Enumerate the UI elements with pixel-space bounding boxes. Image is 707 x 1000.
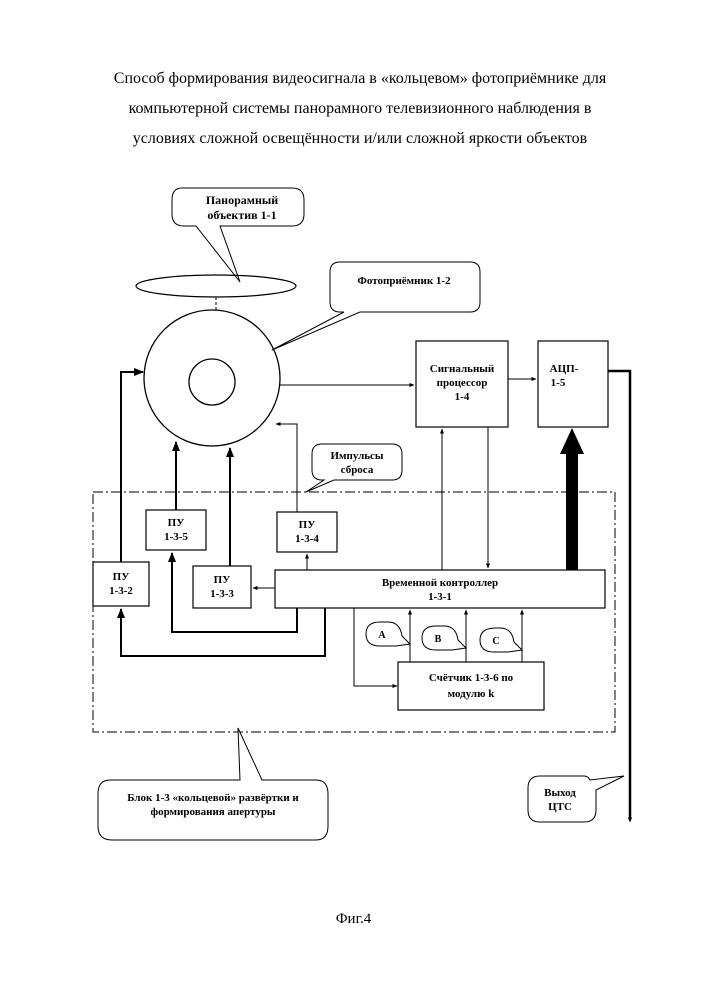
callout-c: C [480, 628, 522, 652]
callout-lens-line2: объектив 1-1 [207, 208, 276, 222]
block-1-3-line2: формирования апертуры [150, 806, 275, 818]
figure-label: Фиг.4 [0, 911, 707, 928]
pu-1-3-4-line1: ПУ [299, 519, 316, 531]
timing-controller-line2: 1-3-1 [428, 591, 452, 603]
reset-pulses-line1: Импульсы [330, 450, 383, 462]
line-pu134-to-ring [282, 424, 297, 512]
callout-photodetector-text: Фотоприёмник 1-2 [357, 275, 451, 287]
callout-c-text: C [492, 636, 499, 647]
adc-output-line [608, 371, 630, 820]
callout-a: A [366, 622, 410, 646]
pu-1-3-5-line1: ПУ [168, 517, 185, 529]
pu-1-3-2-line2: 1-3-2 [109, 585, 133, 597]
pu-1-3-4-line2: 1-3-4 [295, 533, 319, 545]
signal-processor-line1: Сигнальный [430, 363, 495, 375]
callout-panoramic-lens: Панорамный объектив 1-1 [172, 188, 304, 282]
output-line2: ЦТС [548, 801, 572, 813]
counter-line2: модулю k [448, 688, 496, 700]
signal-processor-line3: 1-4 [455, 391, 470, 403]
output-line1: Выход [544, 787, 576, 799]
pu-1-3-4-block: ПУ 1-3-4 [277, 512, 337, 552]
counter-line1: Счётчик 1-3-6 по [429, 672, 514, 684]
callout-b-text: B [435, 634, 442, 645]
pu-1-3-3-line1: ПУ [214, 574, 231, 586]
thick-arrow-shaft [566, 452, 578, 570]
adc-line2: 1-5 [551, 377, 566, 389]
adc-line1: АЦП- [550, 363, 579, 375]
reset-pulses-line2: сброса [341, 464, 374, 476]
lens-ellipse [136, 275, 296, 297]
callout-block-1-3: Блок 1-3 «кольцевой» развёртки и формиро… [98, 728, 328, 840]
line-controller-to-counter [354, 608, 396, 686]
signal-processor-block: Сигнальный процессор 1-4 [416, 341, 508, 427]
pu-1-3-3-block: ПУ 1-3-3 [193, 566, 251, 608]
thick-arrow-head [560, 428, 584, 454]
block-1-3-line1: Блок 1-3 «кольцевой» развёртки и [127, 792, 299, 804]
callout-b: B [422, 626, 466, 650]
pu-1-3-5-line2: 1-3-5 [164, 531, 188, 543]
timing-controller-block: Временной контроллер 1-3-1 [275, 570, 605, 608]
counter-block: Счётчик 1-3-6 по модулю k [398, 662, 544, 710]
timing-controller-line1: Временной контроллер [382, 577, 498, 589]
pu-1-3-2-line1: ПУ [113, 571, 130, 583]
callout-lens-line1: Панорамный [206, 193, 278, 207]
signal-processor-line2: процессор [437, 377, 488, 389]
callout-a-text: A [378, 630, 386, 641]
pu-1-3-2-block: ПУ 1-3-2 [93, 562, 149, 606]
line-pu132-to-ring [121, 372, 140, 562]
callout-output: Выход ЦТС [528, 776, 624, 822]
callout-photodetector: Фотоприёмник 1-2 [272, 262, 480, 350]
adc-block: АЦП- 1-5 [538, 341, 608, 427]
pu-1-3-5-block: ПУ 1-3-5 [146, 510, 206, 550]
pu-1-3-3-line2: 1-3-3 [210, 588, 234, 600]
photodetector-inner [189, 359, 235, 405]
callout-reset-pulses: Импульсы сброса [306, 444, 402, 492]
